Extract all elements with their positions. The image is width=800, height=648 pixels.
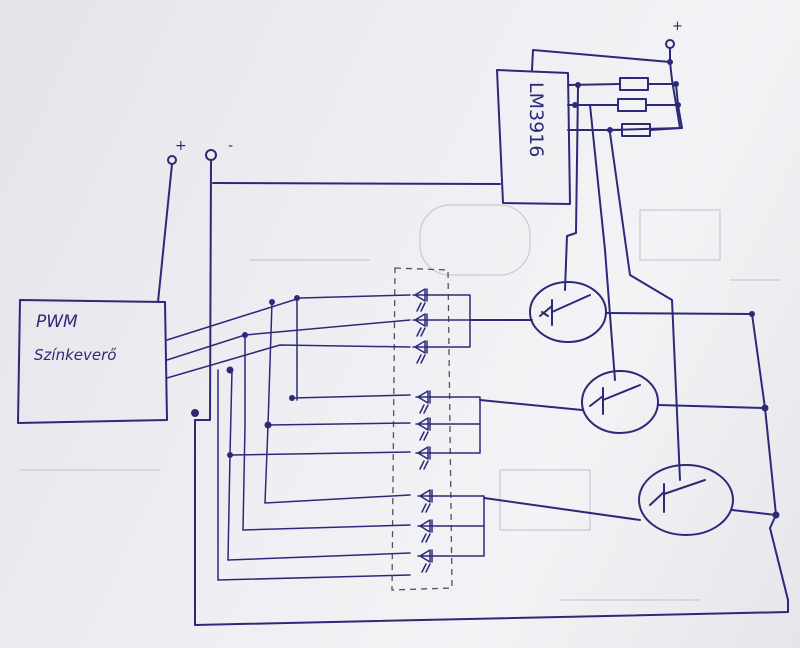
led-diode-icon (412, 288, 438, 312)
npn-transistor-icon (581, 370, 659, 434)
led-group-2 (415, 390, 481, 470)
terminal-minus-icon (205, 149, 217, 161)
show-through-background (20, 204, 780, 601)
terminal-plus-top-icon (665, 39, 675, 49)
led-diode-icon (415, 417, 441, 441)
pwm-sublabel: Színkeverő (34, 346, 117, 364)
top-supply: + (531, 19, 683, 131)
npn-transistor-icon (638, 464, 734, 536)
emitter-wires (469, 319, 641, 521)
right-bus (191, 311, 789, 626)
pwm-box (17, 299, 168, 424)
led-diode-icon (417, 519, 443, 543)
pwm-module: PWM Színkeverő (17, 299, 168, 424)
led-group-1 (412, 288, 471, 364)
lm3916-chip: LM3916 (496, 69, 571, 205)
minus-label: - (228, 138, 233, 154)
led-diode-icon (417, 489, 443, 513)
transistor-2 (581, 370, 659, 434)
terminal-plus-icon (167, 155, 177, 165)
led-feed-wires (217, 394, 411, 581)
plus-top-label: + (672, 19, 683, 34)
led-diode-icon (412, 340, 438, 364)
pwm-label: PWM (36, 312, 78, 332)
ic-label: LM3916 (525, 82, 547, 157)
transistor-3 (638, 464, 734, 536)
led-diode-icon (417, 549, 443, 573)
transistor-1 (529, 281, 607, 343)
led-enclosure (391, 267, 453, 591)
plus-label: + (175, 138, 187, 154)
pwm-output-wires (166, 294, 411, 379)
led-diode-icon (415, 390, 441, 414)
led-diode-icon (412, 313, 438, 337)
left-power-terminals: + - (157, 138, 501, 421)
resistor-bank (567, 59, 683, 137)
led-diode-icon (415, 446, 441, 470)
ic-box (496, 69, 571, 205)
resistor-icon (617, 98, 647, 112)
feed-rails (217, 295, 300, 581)
resistor-icon (619, 77, 649, 91)
led-group-3 (417, 489, 485, 573)
ic-output-wires (564, 87, 681, 481)
